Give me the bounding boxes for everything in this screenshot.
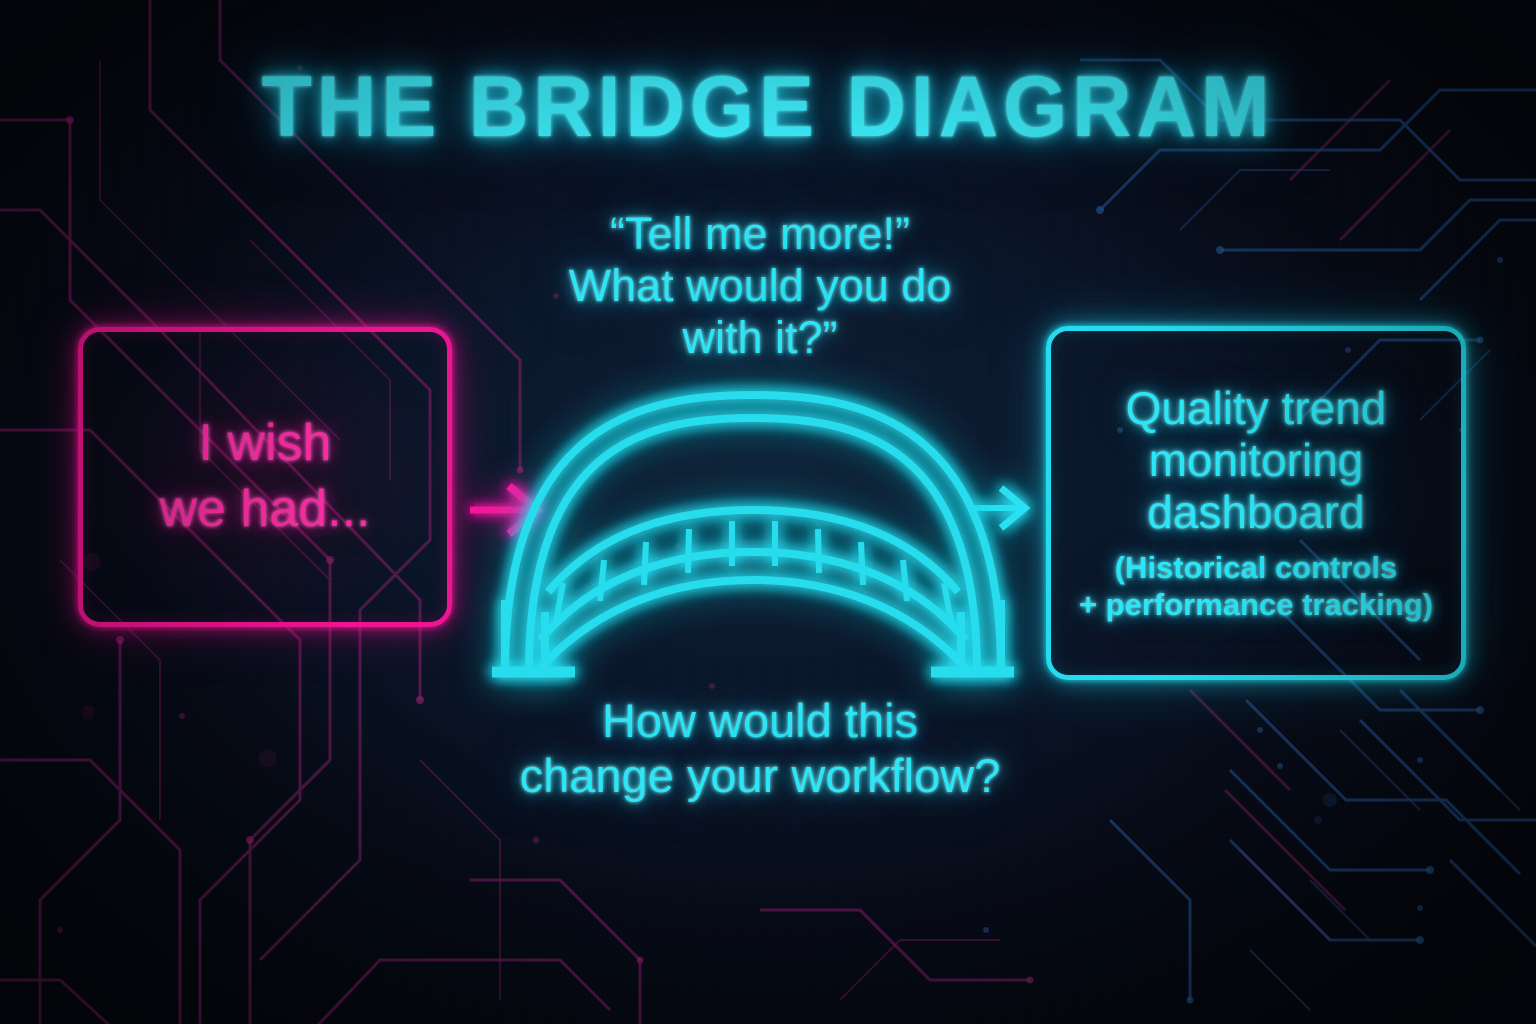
problem-node[interactable]: I wish we had... (78, 327, 452, 627)
top-caption: “Tell me more!” What would you do with i… (568, 208, 952, 364)
solution-node-subtitle: (Historical controls + performance track… (1078, 549, 1434, 622)
solution-node[interactable]: Quality trend monitoring dashboard (Hist… (1046, 326, 1466, 680)
page-title: THE BRIDGE DIAGRAM (261, 59, 1275, 155)
neon-bridge-illustration (492, 391, 1014, 678)
solution-node-title: Quality trend monitoring dashboard (1125, 381, 1387, 538)
left-arrow (470, 482, 544, 538)
bottom-caption: How would this change your workflow? (519, 694, 1001, 802)
right-arrow (972, 485, 1031, 531)
problem-node-label: I wish we had... (159, 414, 371, 538)
bridge-balusters (553, 521, 954, 623)
